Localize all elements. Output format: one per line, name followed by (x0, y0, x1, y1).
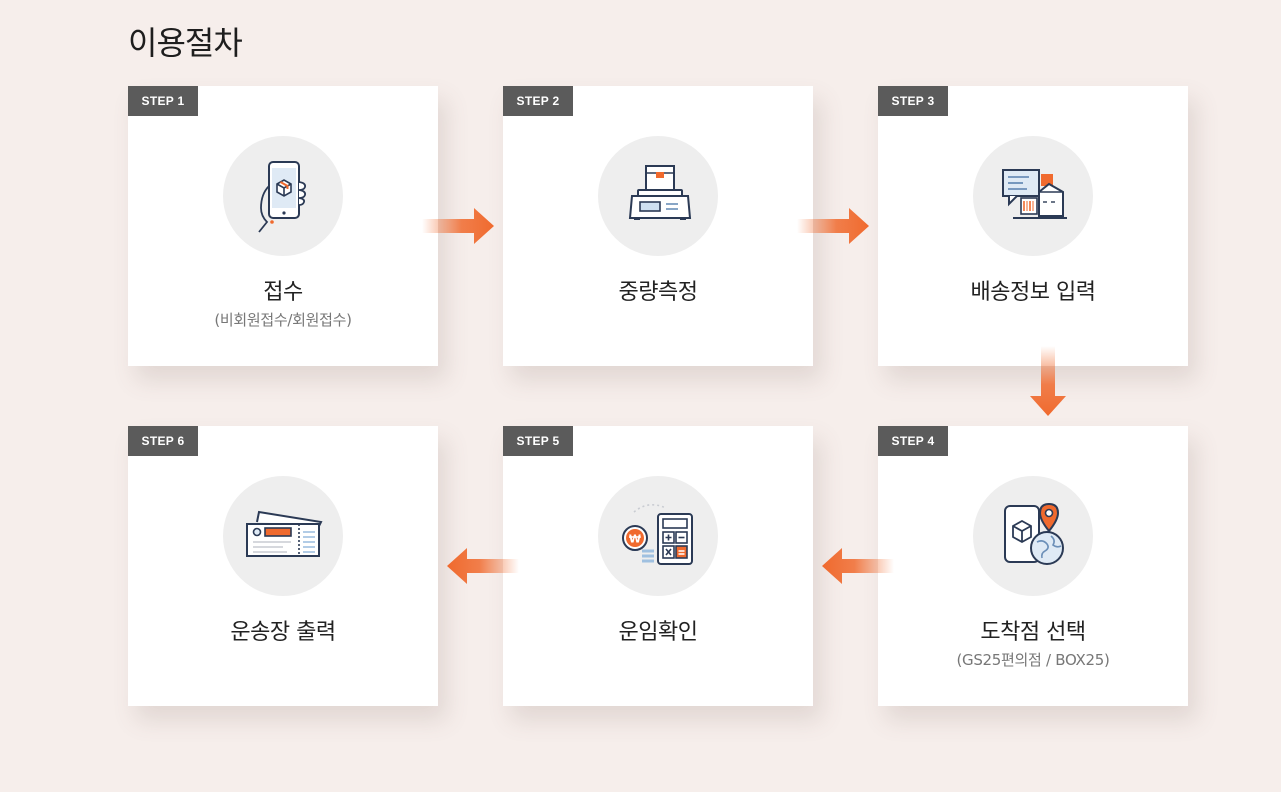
step-title: 배송정보 입력 (970, 280, 1096, 305)
step-title: 중량측정 (618, 280, 698, 305)
arrow-right-icon (422, 206, 494, 246)
arrow-left-icon (822, 546, 894, 586)
step-card-4: STEP 4 도착점 선택 (GS25편의점 / BOX25) (878, 426, 1188, 706)
phone-parcel-icon (258, 161, 307, 233)
step-badge: STEP 1 (128, 86, 198, 116)
step-title: 도착점 선택 (980, 620, 1086, 645)
arrow-left-icon (447, 546, 519, 586)
scale-icon (628, 165, 692, 220)
step-badge: STEP 2 (503, 86, 573, 116)
location-pin-icon (1004, 502, 1064, 565)
arrow-down-icon (1028, 346, 1068, 416)
step-card-1: STEP 1 접수 (비회원접수/회원접수) (128, 86, 438, 366)
step-card-3: STEP 3 배송정보 입력 (878, 86, 1188, 366)
step-badge: STEP 4 (878, 426, 948, 456)
icon-circle (973, 476, 1093, 596)
icon-circle (223, 136, 343, 256)
shipping-info-icon (1002, 169, 1067, 219)
icon-circle (598, 136, 718, 256)
ticket-icon (246, 510, 323, 557)
step-title: 운임확인 (618, 620, 698, 645)
icon-circle (973, 136, 1093, 256)
step-title: 운송장 출력 (230, 620, 336, 645)
icon-circle (223, 476, 343, 596)
step-card-6: STEP 6 운송장 출력 (128, 426, 438, 706)
step-subtitle: (GS25편의점 / BOX25) (956, 651, 1110, 669)
page-title: 이용절차 (128, 24, 243, 62)
step-card-5: STEP 5 ₩ 운임확인 (503, 426, 813, 706)
icon-circle: ₩ (598, 476, 718, 596)
step-badge: STEP 5 (503, 426, 573, 456)
svg-text:₩: ₩ (629, 533, 641, 546)
step-badge: STEP 3 (878, 86, 948, 116)
calculator-icon: ₩ (622, 504, 693, 565)
step-badge: STEP 6 (128, 426, 198, 456)
step-title: 접수 (263, 280, 303, 305)
arrow-right-icon (797, 206, 869, 246)
step-subtitle: (비회원접수/회원접수) (214, 311, 352, 329)
step-card-2: STEP 2 중량측정 (503, 86, 813, 366)
